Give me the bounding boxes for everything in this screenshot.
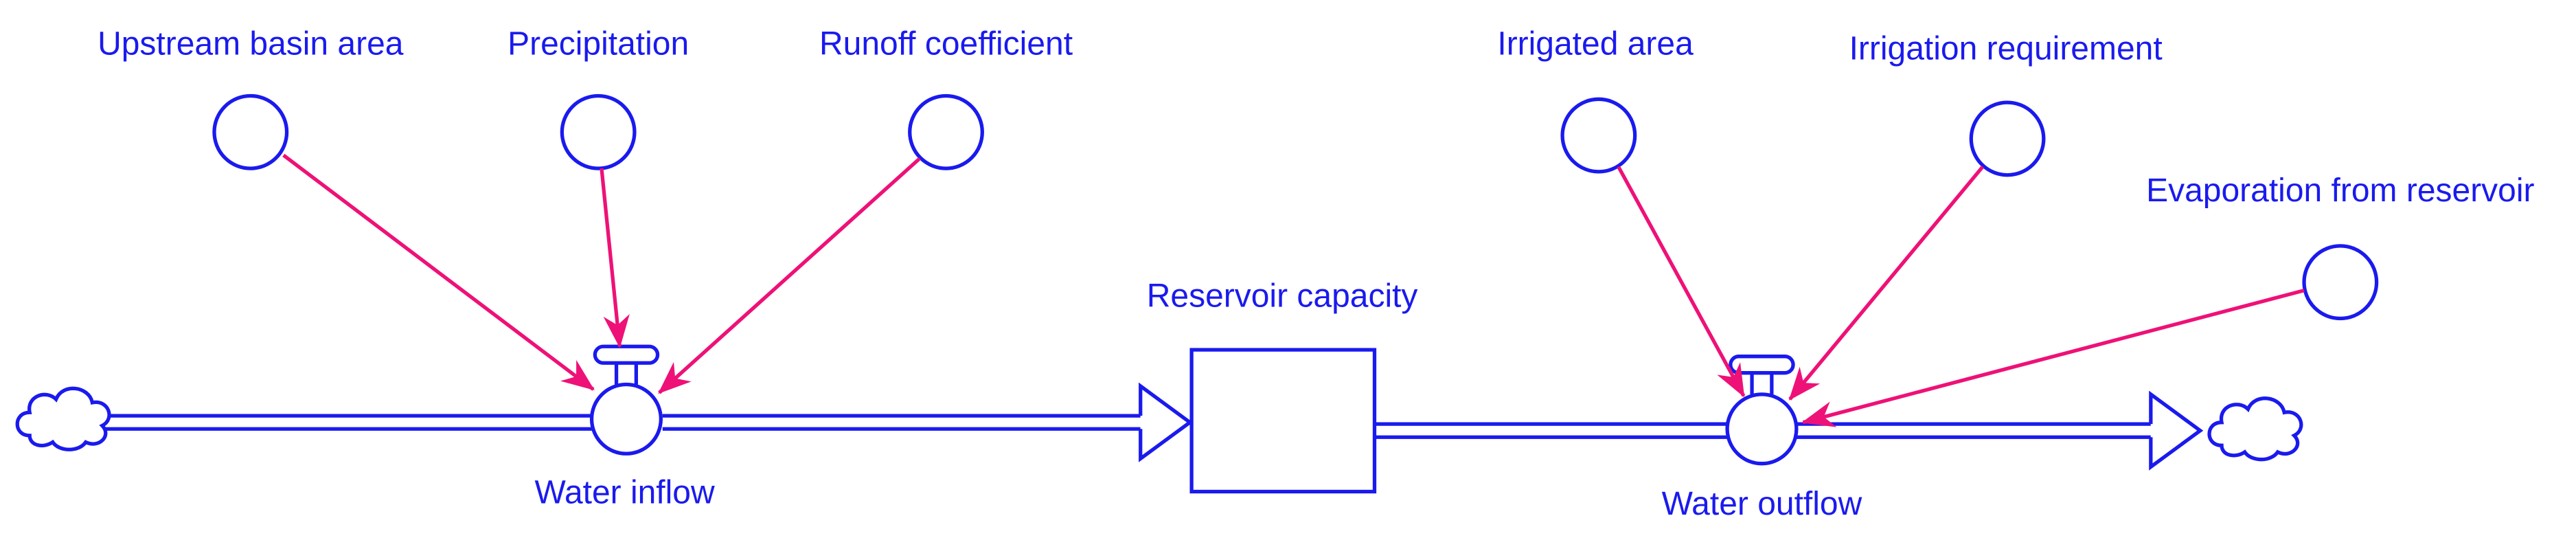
label-irrigation-requirement: Irrigation requirement [1849, 31, 2163, 67]
evaporation-from-reservoir-node [2302, 244, 2379, 321]
label-upstream-basin-area: Upstream basin area [98, 26, 404, 63]
sink-cloud-icon [2207, 396, 2303, 462]
runoff-coefficient-node [908, 93, 984, 170]
link-irrigation-requirement-to-outflow [1788, 166, 1985, 401]
outflow-valve-icon [1725, 355, 1799, 466]
label-runoff-coefficient: Runoff coefficient [819, 26, 1073, 63]
link-irrigated-area-to-outflow [1617, 166, 1746, 398]
irrigated-area-node [1560, 97, 1637, 174]
label-precipitation: Precipitation [508, 26, 689, 63]
link-upstream-to-inflow [282, 153, 595, 391]
inflow-valve-icon [589, 344, 663, 456]
upstream-basin-area-node [212, 93, 289, 170]
outflow-pipe [1374, 422, 1728, 439]
link-precipitation-to-inflow [600, 168, 630, 348]
link-runoff-to-inflow [658, 157, 921, 394]
label-irrigated-area: Irrigated area [1497, 26, 1694, 63]
label-water-inflow: Water inflow [534, 474, 715, 511]
reservoir-stock [1189, 348, 1377, 494]
precipitation-node [560, 93, 637, 170]
outflow-pipe-arrow [1796, 390, 2204, 471]
link-evaporation-to-outflow [1801, 289, 2305, 427]
irrigation-requirement-node [1969, 100, 2046, 177]
inflow-pipe [98, 414, 593, 431]
label-evaporation-from-reservoir: Evaporation from reservoir [2146, 172, 2534, 209]
source-cloud-icon [15, 386, 111, 451]
label-water-outflow: Water outflow [1662, 486, 1862, 522]
inflow-pipe-arrow [662, 382, 1194, 462]
label-reservoir-capacity: Reservoir capacity [1147, 278, 1418, 315]
